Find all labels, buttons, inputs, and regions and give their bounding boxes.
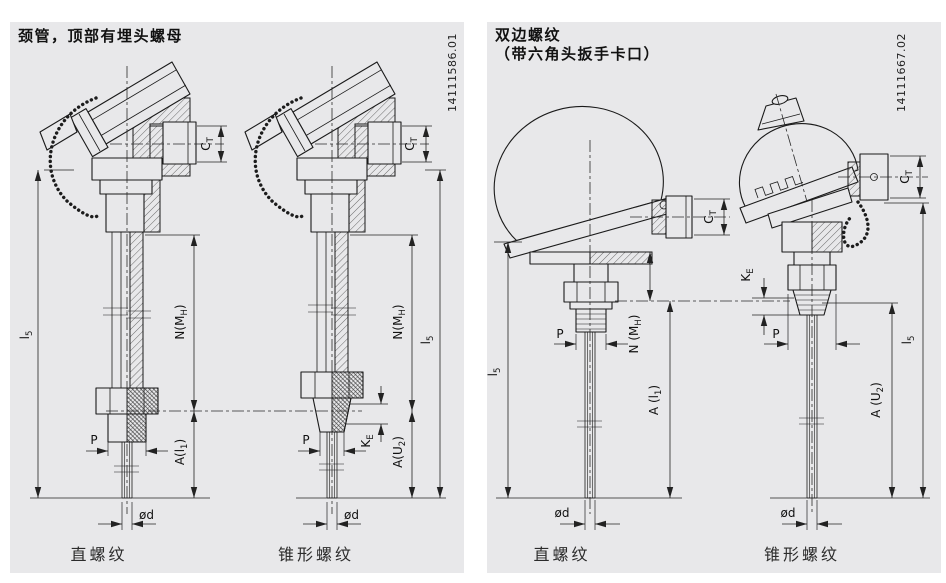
cover-plate [39,113,78,151]
left-panel-title: 颈管，顶部有埋头螺母 [18,27,184,45]
neck-step [99,179,153,195]
hex-nut [563,281,619,303]
caption-left-tapered: 锥形螺纹 [277,545,355,564]
cap-chain [842,200,870,249]
thermowell-section [129,231,144,389]
hex-nut-section [126,387,159,415]
dim-label-dia-d: ød [781,506,796,520]
dim-label-n-mh: N(MH) [173,304,190,339]
straight-thread [575,308,607,333]
dim-label-a-l1: A(l1) [173,439,190,465]
dome-head [738,123,859,209]
tapered-thread [792,289,832,316]
neck [573,263,609,283]
caption-right-tapered: 锥形螺纹 [763,545,841,564]
neck-step [304,179,358,195]
cover-plate [244,113,283,151]
dim-label-n-mh: N (MH) [627,315,644,354]
head-base-plate [767,187,853,229]
dim-label-ct: CT [702,209,719,223]
dim-label-p: P [772,327,779,341]
cap-knob [771,95,789,105]
right-drawing-tapered-thread: CT KE P A (U2) l5 ød [738,93,930,530]
dim-label-p: P [90,433,97,447]
neck-block-section [811,221,843,253]
cap-chain [253,96,306,219]
hex-nut-section [331,371,364,399]
washer [569,301,613,310]
dim-label-dia-d: ød [139,508,154,522]
dim-label-p: P [302,433,309,447]
caption-left-straight: 直螺纹 [70,545,128,564]
neck-collar [105,193,145,233]
dim-label-n-mh: N(MH) [391,304,408,339]
terminal-symbol [754,175,804,199]
dim-label-ke: KE [739,268,756,281]
neck-collar [310,193,350,233]
dim-label-ct: CT [898,169,915,183]
gland-nut [162,121,197,165]
tapered-thread-section [331,397,352,433]
head-base-section [589,251,653,265]
right-drawing-straight-thread: CT l5 N (MH) A (l1) P ød [486,106,730,530]
gland-flange [847,161,861,197]
straight-thread-section [126,413,147,443]
dim-label-dia-d: ød [555,506,570,520]
right-figure-id: 14111667.02 [895,33,908,112]
thermowell-section [334,231,349,373]
dim-label-a-u2: A(U2) [391,436,408,468]
right-panel-title-line1: 双边螺纹 [495,26,562,44]
left-figure-id: 14111586.01 [446,33,459,112]
head-base [529,251,591,265]
dim-label-dia-d: ød [344,508,359,522]
dim-label-ct: CT [403,136,420,150]
dim-label-l5: l5 [18,331,35,340]
dim-label-ct: CT [199,136,216,150]
right-panel-title: 双边螺纹 （带六角头扳手卡口） [495,26,660,64]
gland-nut [367,121,402,165]
dim-label-ke: KE [359,434,376,447]
caption-right-straight: 直螺纹 [533,545,591,564]
cap-chain [48,96,101,219]
dome-head [493,106,664,242]
left-drawing-straight-thread: l5 N(MH) A(l1) P ød CT [18,61,227,530]
right-panel-title-line2: （带六角头扳手卡口） [495,45,661,63]
left-drawing-tapered-thread: CT N(MH) l5 KE A(U2) P ød [244,61,446,530]
dim-label-p: P [556,327,563,341]
dim-label-a-l1: A (l1) [647,385,664,415]
dim-label-l5: l5 [900,336,917,345]
dim-label-l5: l5 [486,368,503,377]
dim-label-l5: l5 [419,336,436,345]
dim-label-a-u2: A (U2) [869,382,886,418]
